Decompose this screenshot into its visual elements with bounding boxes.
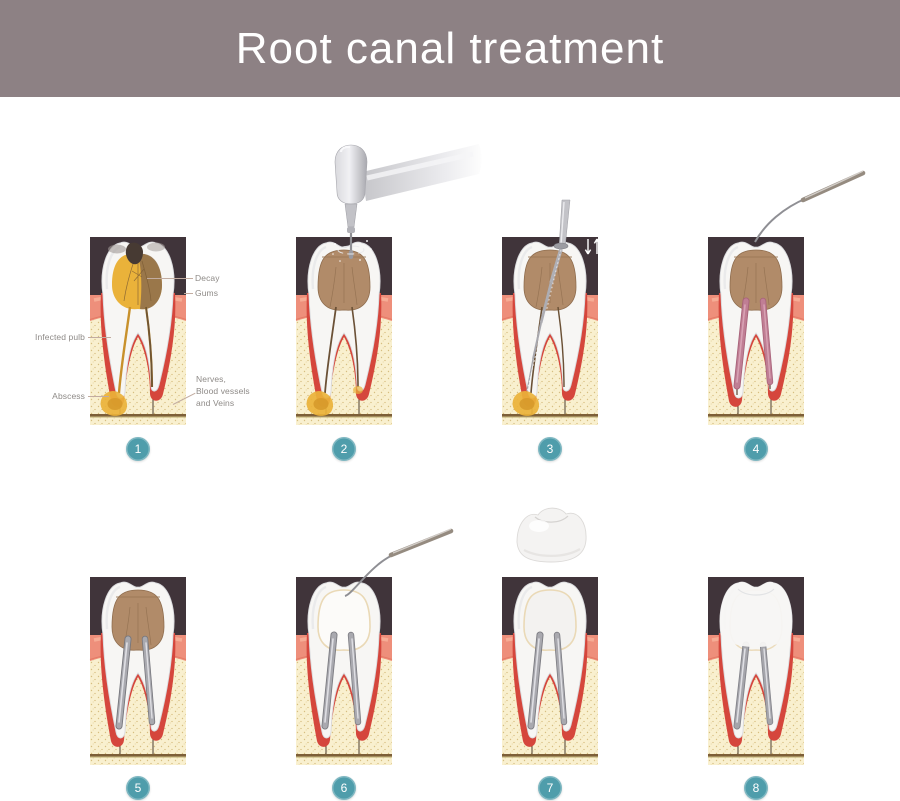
tooth-panel — [295, 237, 393, 425]
steps-row-2: 5 — [0, 500, 900, 800]
root-canals — [530, 306, 543, 394]
step-number-badge: 2 — [332, 437, 356, 461]
abscess-label: Abscess — [52, 391, 85, 401]
decay — [125, 242, 143, 265]
bone-base-line — [90, 754, 186, 757]
debris-specks — [332, 240, 372, 262]
gutta-percha-filling-illustration — [707, 170, 866, 425]
sealed-canals-illustration — [89, 577, 187, 765]
tooth-panel — [501, 577, 599, 765]
tooth-panel — [707, 237, 805, 425]
decay-label: Decay — [195, 273, 220, 283]
root-canals — [324, 306, 337, 394]
dental-probe — [754, 170, 866, 243]
rotation-motion-lines — [337, 245, 365, 255]
up-down-arrows — [584, 238, 601, 255]
root-canal-filing-illustration — [501, 199, 601, 425]
restored-tooth-illustration — [707, 577, 805, 765]
step-7-cell: 7 — [447, 500, 653, 800]
decay-leader-line — [147, 278, 193, 279]
step-4-cell: 4 — [653, 130, 866, 470]
tooth-panel — [295, 577, 393, 765]
step-5-cell: 5 — [35, 500, 241, 800]
nerves-label: Nerves, Blood vessels and Veins — [196, 374, 250, 408]
tooth-panel — [89, 577, 187, 765]
step-number-badge: 8 — [744, 776, 768, 800]
title-banner: Root canal treatment — [0, 0, 900, 97]
bone-base-line — [296, 754, 392, 757]
bone-base-line — [296, 414, 392, 417]
rubber-stopper — [553, 242, 569, 250]
tooth-panel — [501, 237, 599, 425]
dental-drill-handpiece — [332, 144, 482, 262]
step-number-badge: 6 — [332, 776, 356, 800]
composite-filling — [317, 589, 371, 651]
crown-placement-illustration — [501, 507, 599, 765]
gums-leader-line — [184, 293, 193, 294]
composite-filling-illustration — [295, 528, 454, 765]
drilling-tooth-illustration — [295, 144, 482, 425]
abscess-leader-line — [88, 396, 109, 397]
dental-probe — [344, 528, 454, 597]
infected-pulp-leader-line — [88, 337, 111, 338]
step-8-cell: 8 — [653, 500, 859, 800]
step-number-badge: 7 — [538, 776, 562, 800]
root-canals — [117, 306, 132, 394]
tooth-panel — [89, 237, 187, 425]
bone-base-line — [90, 414, 186, 417]
step-1-cell: Decay Gums Infected pulb Abscess Nerves,… — [35, 130, 250, 470]
page-title: Root canal treatment — [235, 23, 665, 73]
step-number-badge: 3 — [538, 437, 562, 461]
tooth-panel — [707, 577, 805, 765]
bone-base-line — [708, 754, 804, 757]
step-3-cell: 3 — [447, 130, 653, 470]
dental-crown — [516, 507, 587, 563]
infected-tooth-illustration — [89, 237, 187, 425]
bone-base-line — [502, 414, 598, 417]
step-number-badge: 4 — [744, 437, 768, 461]
step-number-badge: 1 — [126, 437, 150, 461]
bone-base-line — [708, 414, 804, 417]
step-number-badge: 5 — [126, 776, 150, 800]
gums-label: Gums — [195, 288, 219, 298]
steps-row-1: Decay Gums Infected pulb Abscess Nerves,… — [0, 130, 900, 470]
endodontic-file — [526, 199, 601, 392]
infected-pulp-label: Infected pulb — [35, 332, 85, 342]
bone-base-line — [502, 754, 598, 757]
step-2-cell: 2 — [241, 130, 482, 470]
crown-cap — [719, 582, 793, 647]
step-6-cell: 6 — [241, 500, 454, 800]
